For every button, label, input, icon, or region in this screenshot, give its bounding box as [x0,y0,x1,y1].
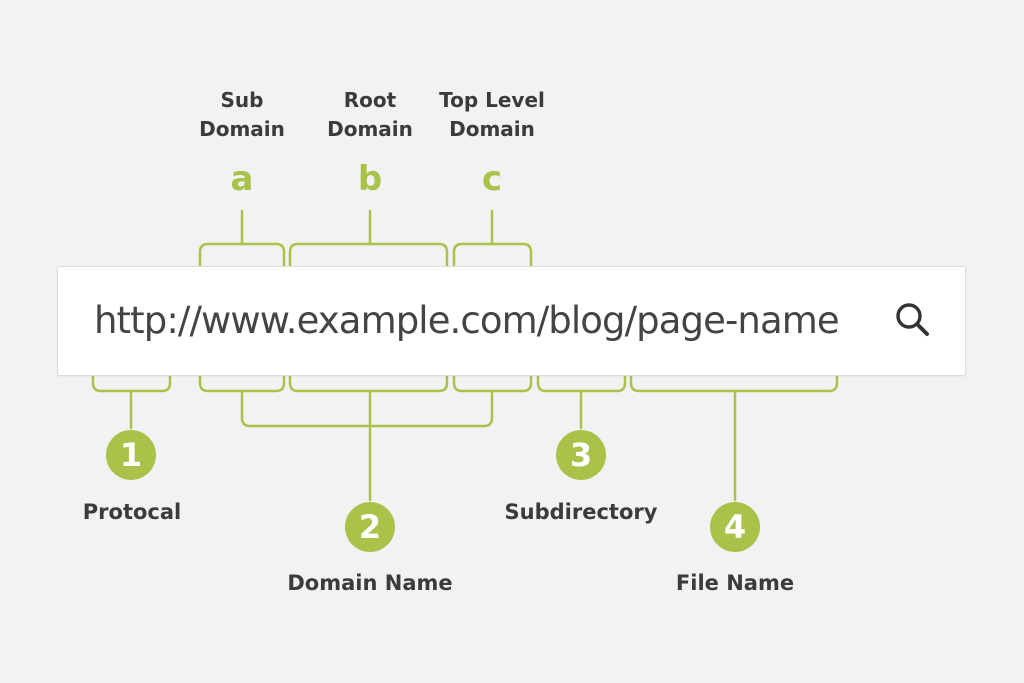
domain-name-number-badge: 2 [345,502,395,552]
root-domain-label-line2: Domain [327,117,413,141]
root-domain-label-line1: Root [343,88,397,112]
subdomain-label: Sub Domain [172,86,312,144]
search-icon[interactable] [893,300,933,340]
subdirectory-number-badge: 3 [556,430,606,480]
protocol-label: Protocal [82,500,182,524]
url-text[interactable]: http://www.example.com/blog/page-name [94,299,840,342]
subdomain-letter: a [230,159,254,199]
domain-name-label: Domain Name [287,571,453,595]
url-bar[interactable]: http://www.example.com/blog/page-name [57,266,966,376]
file-name-label: File Name [675,571,795,595]
tld-label: Top Level Domain [422,86,562,144]
file-name-number-badge: 4 [710,502,760,552]
tld-label-line2: Domain [449,117,535,141]
root-domain-bottom-bracket [288,350,449,393]
tld-label-line1: Top Level [439,88,545,112]
tld-letter: c [481,159,503,199]
root-domain-top-bracket [288,242,449,285]
root-domain-label: Root Domain [300,86,440,144]
protocol-number-badge: 1 [106,430,156,480]
subdirectory-label: Subdirectory [504,500,658,524]
subdomain-label-line1: Sub [220,88,264,112]
subdomain-label-line2: Domain [199,117,285,141]
domain-name-group-bracket [240,389,494,428]
root-domain-letter: b [357,159,383,199]
